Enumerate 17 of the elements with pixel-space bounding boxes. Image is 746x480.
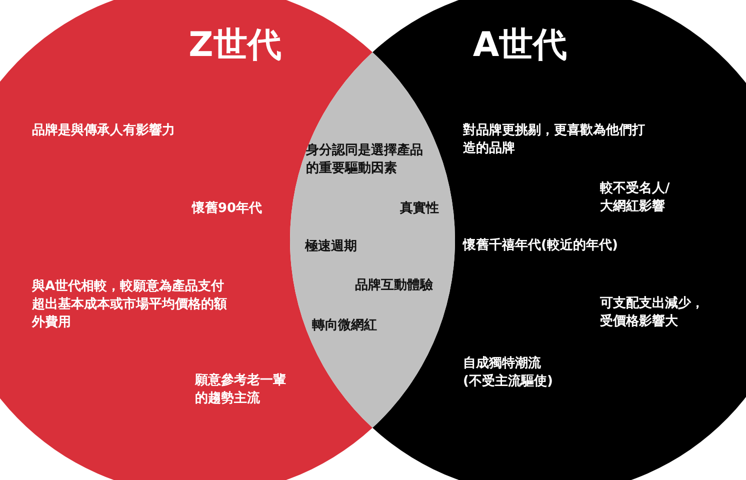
statement-text: 極速週期 xyxy=(305,238,358,256)
circle-title: A世代 xyxy=(472,25,568,65)
statement-text: 真實性 xyxy=(400,200,440,218)
statement-text: 自成獨特潮流(不受主流驅使) xyxy=(463,355,554,391)
statement-text: 較不受名人/大網紅影響 xyxy=(600,180,671,216)
statement-text: 懷舊千禧年代(較近的年代) xyxy=(463,237,619,255)
statement-text: 可支配支出減少，受價格影響大 xyxy=(600,295,705,331)
statement-text: 與A世代相較，較願意為產品支付超出基本成本或市場平均價格的額外費用 xyxy=(32,278,228,332)
statement-text: 品牌互動體驗 xyxy=(355,277,434,295)
statement-text: 對品牌更挑剔，更喜歡為他們打造的品牌 xyxy=(463,122,646,158)
statement-text: 轉向微網紅 xyxy=(312,317,378,335)
statement-text: 懷舊90年代 xyxy=(192,200,264,218)
circle-title: Z世代 xyxy=(188,25,282,65)
statement-text: 願意參考老一輩的趨勢主流 xyxy=(195,372,287,408)
statement-text: 品牌是與傳承人有影響力 xyxy=(32,122,176,140)
statement-text: 身分認同是選擇產品的重要驅動因素 xyxy=(306,142,424,178)
overlap-region xyxy=(290,52,455,428)
